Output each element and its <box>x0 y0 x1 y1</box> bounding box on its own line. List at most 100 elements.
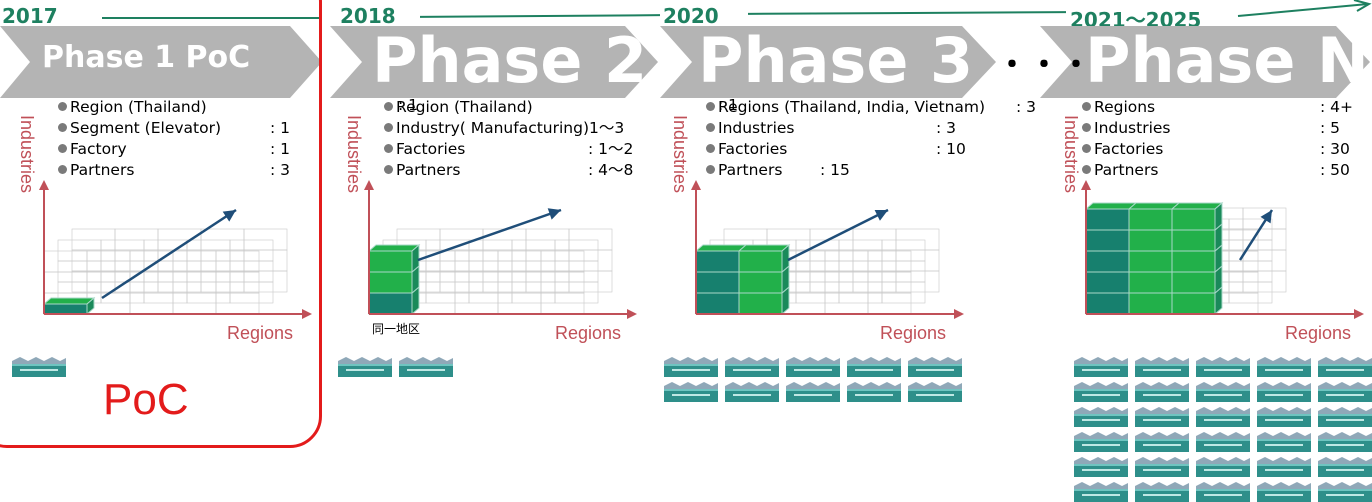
growth-arrowhead <box>874 210 888 221</box>
filled-cube <box>1085 292 1130 315</box>
bullet-icon <box>384 102 393 111</box>
factory-icon <box>1196 432 1250 452</box>
stat-label: Factory <box>70 140 127 158</box>
factory-icon <box>1196 407 1250 427</box>
factory-icon <box>664 357 718 377</box>
bullet-icon <box>58 123 67 132</box>
stat-value: : 4+ <box>1320 98 1353 116</box>
factory-icon <box>1318 382 1372 402</box>
stat-row: Regions: 4+ <box>1082 97 1362 118</box>
stat-value: : 4～8 <box>588 161 634 179</box>
factory-icon <box>786 357 840 377</box>
filled-cube <box>1171 271 1216 294</box>
phase-1-regions-axis-label: Regions <box>227 323 294 343</box>
stat-label: Region (Thailand) <box>70 98 207 116</box>
phase-n-growth-chart <box>1081 180 1364 319</box>
stat-row: Industry( Manufacturing)1～3 <box>384 118 674 139</box>
bullet-icon <box>58 144 67 153</box>
stat-label: Industries <box>1094 119 1171 137</box>
phase-2-overlay-value: : 1 <box>398 96 419 114</box>
stat-row: Segment (Elevator): 1 <box>58 118 320 139</box>
x-axis-arrowhead <box>954 309 964 319</box>
cube-top <box>694 244 748 252</box>
factory-icon <box>664 382 718 402</box>
filled-cube <box>695 271 740 294</box>
stat-value: : 3 <box>270 161 291 179</box>
filled-cube <box>695 250 740 273</box>
phase-2-label: Phase 2 <box>372 24 648 97</box>
factory-icon <box>1318 482 1372 502</box>
cube-side <box>86 296 95 316</box>
stat-label: Industries <box>718 119 795 137</box>
filled-cube <box>1171 208 1216 231</box>
stat-row: Region (Thailand) <box>384 97 674 118</box>
bullet-icon <box>706 102 715 111</box>
y-axis-arrowhead <box>691 180 701 190</box>
factory-icon <box>1135 382 1189 402</box>
factory-icon <box>1257 357 1311 377</box>
factory-icon <box>1135 432 1189 452</box>
stat-value: : 10 <box>936 140 966 158</box>
continuation-dots: ・・・ <box>997 48 1093 83</box>
stat-row: Partners: 3 <box>58 160 320 181</box>
factory-icon <box>1074 357 1128 377</box>
stat-value: : 15 <box>820 161 850 179</box>
same-region-note: 同一地区 <box>372 322 421 336</box>
stat-label: Factories <box>1094 140 1164 158</box>
timeline-arrow <box>1237 0 1372 17</box>
phase-n-regions-axis-label: Regions <box>1285 323 1352 343</box>
growth-arrow <box>787 208 889 262</box>
stat-label: Factories <box>718 140 788 158</box>
stat-row: Factory : 1 <box>58 139 320 160</box>
factory-icon <box>338 357 392 377</box>
cube-side <box>781 243 790 274</box>
factory-icon <box>847 382 901 402</box>
filled-cube <box>1128 208 1173 231</box>
stat-row: Regions (Thailand, India, Vietnam): 3 <box>706 97 1036 118</box>
factory-icon <box>1257 382 1311 402</box>
phase-1-chevron <box>0 26 322 98</box>
stat-value: : 1～2 <box>588 140 634 158</box>
stat-label: Partners <box>718 161 783 179</box>
filled-cube <box>738 292 783 315</box>
filled-cube <box>1085 250 1130 273</box>
year-2018: 2018 <box>340 4 396 28</box>
timeline-line <box>419 14 661 18</box>
factory-icon <box>1074 382 1128 402</box>
filled-cube <box>1085 271 1130 294</box>
bullet-icon <box>384 123 393 132</box>
factory-icon <box>1135 357 1189 377</box>
filled-cube <box>1128 292 1173 315</box>
bullet-icon <box>1082 102 1091 111</box>
stat-row: Partners : 15 <box>706 160 1036 181</box>
cube-side <box>411 243 420 274</box>
phase-3-growth-chart <box>691 180 964 319</box>
factory-icon <box>1196 357 1250 377</box>
filled-cube <box>738 271 783 294</box>
stat-row: Partners: 4～8 <box>384 160 674 181</box>
phase-3-regions-axis-label: Regions <box>880 323 947 343</box>
poc-highlight-frame <box>0 0 322 448</box>
factory-icon <box>1318 432 1372 452</box>
phase-3-stats: Regions (Thailand, India, Vietnam): 3 In… <box>706 97 1036 181</box>
growth-arrow <box>101 208 237 300</box>
phase-3-overlay-value: : 1 <box>718 96 739 114</box>
x-axis-arrowhead <box>1354 309 1364 319</box>
stat-value: : 1 <box>270 140 291 158</box>
factory-icon <box>1074 432 1128 452</box>
factory-icon <box>1257 432 1311 452</box>
stat-label: Industry( Manufacturing)1～3 <box>396 119 625 137</box>
factory-icon <box>1318 407 1372 427</box>
timeline-line <box>102 17 320 19</box>
bullet-icon <box>706 123 715 132</box>
factory-icon <box>1074 482 1128 502</box>
y-axis-arrowhead <box>39 180 49 190</box>
filled-cube <box>1128 271 1173 294</box>
filled-cube <box>1171 229 1216 252</box>
filled-cube <box>1128 250 1173 273</box>
filled-cube <box>368 271 413 294</box>
poc-label: PoC <box>103 375 189 424</box>
wireframe-grid <box>43 228 288 315</box>
stat-value: : 3 <box>936 119 957 137</box>
x-axis-arrowhead <box>627 309 637 319</box>
